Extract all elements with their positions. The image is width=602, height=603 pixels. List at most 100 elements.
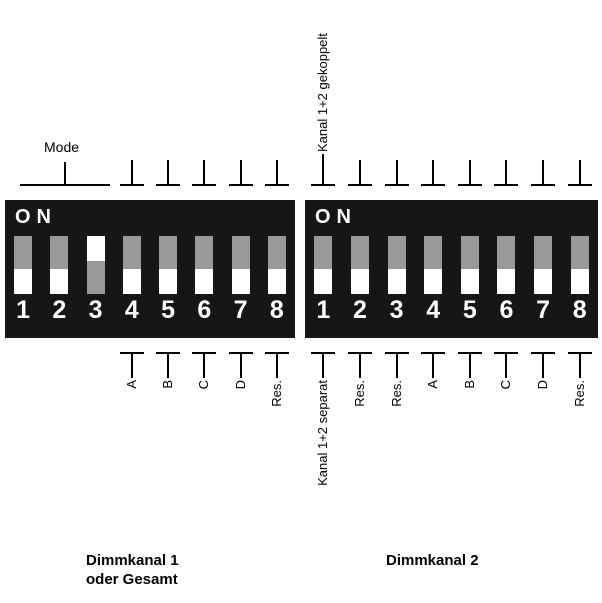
switch-slider: [387, 269, 406, 294]
switch-slider: [14, 269, 33, 294]
dip-switch: [424, 236, 443, 294]
tick-mark: [156, 160, 180, 186]
coupled-label: Kanal 1+2 gekoppelt: [315, 33, 330, 152]
switch-slider: [195, 269, 214, 294]
dip-switch: [50, 236, 69, 294]
tick-mark: [192, 352, 216, 378]
tick-mark: [348, 160, 372, 186]
dip-switch: [159, 236, 178, 294]
tick-mark: [229, 352, 253, 378]
function-label: Kanal 1+2 separat: [315, 380, 330, 486]
switch-row: 1 2 3 4 5 6 7: [305, 236, 598, 338]
caption-line: Dimmkanal 2: [386, 552, 479, 569]
dip-block-1: ON 1 2 3 4 5 6: [5, 200, 295, 338]
tick-mark: [494, 160, 518, 186]
dip-switch: [86, 236, 105, 294]
switch-slider: [570, 269, 589, 294]
switch-number: 3: [389, 296, 404, 324]
dip-switch-cell: 6: [186, 236, 222, 338]
tick-mark: [311, 154, 335, 186]
switch-slider: [267, 269, 286, 294]
dip-switch-cell: 6: [488, 236, 525, 338]
dip-switch: [122, 236, 141, 294]
switch-slider: [350, 269, 369, 294]
tick-mark: [421, 352, 445, 378]
switch-slider: [497, 269, 516, 294]
tick-mark: [311, 352, 335, 378]
function-label: B: [160, 380, 175, 389]
tick-mark: [192, 160, 216, 186]
switch-row: 1 2 3 4 5 6 7: [5, 236, 295, 338]
dip-block-2: ON 1 2 3 4 5 6: [305, 200, 598, 338]
dip-switch-cell: 5: [452, 236, 489, 338]
dip-switch: [231, 236, 250, 294]
switch-slider: [314, 269, 333, 294]
dip-switch-cell: 3: [378, 236, 415, 338]
switch-number: 5: [161, 296, 176, 324]
switch-slider: [424, 269, 443, 294]
switch-number: 6: [499, 296, 514, 324]
tick-mark: [348, 352, 372, 378]
switch-number: 1: [16, 296, 31, 324]
dip-switch-cell: 2: [41, 236, 77, 338]
function-label: Res.: [269, 380, 284, 407]
dip-switch: [497, 236, 516, 294]
dip-switch: [460, 236, 479, 294]
mode-bracket: [20, 162, 110, 186]
tick-mark: [120, 160, 144, 186]
function-label: D: [535, 380, 550, 390]
switch-number: 8: [572, 296, 587, 324]
function-label: A: [124, 380, 139, 389]
tick-mark: [531, 160, 555, 186]
switch-slider: [534, 269, 553, 294]
function-label: C: [196, 380, 211, 390]
switch-number: 2: [52, 296, 67, 324]
tick-mark: [531, 352, 555, 378]
dip-switch-cell: 4: [415, 236, 452, 338]
switch-slider: [122, 269, 141, 294]
on-indicator: ON: [315, 206, 357, 228]
tick-mark: [568, 160, 592, 186]
switch-number: 2: [352, 296, 367, 324]
function-label: B: [462, 380, 477, 389]
block-1-caption: Dimmkanal 1 oder Gesamt: [86, 551, 179, 589]
dip-switch-cell: 7: [223, 236, 259, 338]
switch-slider: [159, 269, 178, 294]
tick-mark: [385, 352, 409, 378]
switch-number: 4: [124, 296, 139, 324]
function-label: Res.: [352, 380, 367, 407]
dip-switch: [267, 236, 286, 294]
caption-line: Dimmkanal 1: [86, 552, 179, 569]
dip-switch-cell: 5: [150, 236, 186, 338]
switch-number: 5: [462, 296, 477, 324]
dip-switch-cell: 8: [561, 236, 598, 338]
dip-switch: [14, 236, 33, 294]
dip-switch-cell: 3: [78, 236, 114, 338]
dip-switch: [314, 236, 333, 294]
dip-switch: [195, 236, 214, 294]
dip-switch: [350, 236, 369, 294]
tick-mark: [120, 352, 144, 378]
dip-switch-cell: 1: [5, 236, 41, 338]
dip-switch: [534, 236, 553, 294]
switch-slider: [231, 269, 250, 294]
caption-line: oder Gesamt: [86, 571, 178, 588]
function-label: Res.: [572, 380, 587, 407]
mode-label: Mode: [44, 139, 80, 155]
tick-mark: [421, 160, 445, 186]
switch-number: 7: [233, 296, 248, 324]
switch-number: 4: [426, 296, 441, 324]
switch-number: 8: [269, 296, 284, 324]
switch-number: 7: [536, 296, 551, 324]
switch-number: 3: [88, 296, 103, 324]
block-2-caption: Dimmkanal 2: [386, 551, 479, 570]
tick-mark: [265, 160, 289, 186]
dip-switch-cell: 4: [114, 236, 150, 338]
tick-mark: [156, 352, 180, 378]
tick-mark: [568, 352, 592, 378]
tick-mark: [265, 352, 289, 378]
dip-switch-cell: 8: [259, 236, 295, 338]
function-label: D: [233, 380, 248, 390]
switch-number: 1: [316, 296, 331, 324]
